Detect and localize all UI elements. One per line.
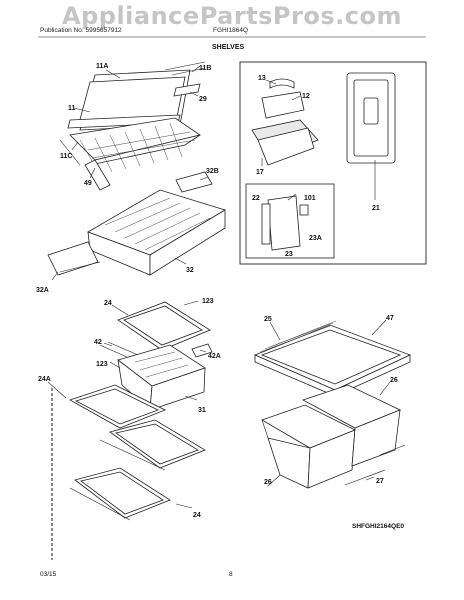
crisper-drawer-32 (47, 171, 226, 276)
callout-101: 101 (304, 195, 316, 202)
callout-22: 22 (252, 195, 260, 202)
leader-lines (47, 65, 391, 509)
callout-49: 49 (84, 180, 92, 187)
callout-29: 29 (199, 96, 207, 103)
callout-42: 42 (94, 339, 102, 346)
callout-23A: 23A (309, 235, 322, 242)
callout-25: 25 (264, 316, 272, 323)
callout-11A: 11A (96, 63, 108, 70)
crisper-drawer-left (261, 404, 356, 489)
callout-26-right: 26 (390, 377, 398, 384)
lower-left-shelves (51, 384, 206, 560)
callout-42A: 42A (208, 353, 221, 360)
ice-bucket-parts (251, 78, 319, 166)
callout-123-upper: 123 (202, 298, 214, 305)
callout-27: 27 (376, 478, 384, 485)
callout-24A: 24A (38, 376, 51, 383)
callout-labels: 11A 11B 11 29 11C 49 13 12 17 21 32B 22 … (36, 63, 398, 519)
diagram-code: SHFGHI2164QE0 (352, 523, 405, 530)
model-number: FGHI1864Q (213, 27, 249, 34)
crisper-drawer-right (301, 384, 406, 486)
callout-24-upper: 24 (104, 300, 112, 307)
callout-23: 23 (285, 251, 293, 258)
crisper-cover-shelf (253, 320, 412, 397)
bracket-parts (261, 193, 309, 251)
ice-control-box (239, 61, 427, 265)
callout-24-lower: 24 (193, 512, 201, 519)
callout-32A: 32A (36, 287, 49, 294)
callout-11: 11 (68, 105, 76, 112)
callout-12: 12 (302, 93, 310, 100)
callout-31: 31 (198, 407, 206, 414)
callout-32B: 32B (206, 168, 219, 175)
footer-page-number: 8 (229, 571, 233, 578)
bracket-subbox (245, 183, 335, 259)
callout-11B: 11B (199, 65, 211, 72)
callout-21: 21 (372, 205, 380, 212)
footer-date: 03/15 (40, 571, 57, 578)
callout-47: 47 (386, 315, 394, 322)
publication-number: Publication No: 5995657912 (40, 27, 122, 34)
callout-11C: 11C (60, 153, 72, 160)
glass-shelf-assembly (67, 61, 206, 131)
wire-basket (59, 117, 201, 191)
control-panel-21 (346, 72, 396, 200)
callout-123-lower: 123 (96, 361, 108, 368)
watermark-logo: AppliancePartsPros.com (62, 2, 402, 30)
callout-32: 32 (186, 267, 194, 274)
callout-26-left: 26 (264, 479, 272, 486)
page-title: SHELVES (212, 44, 245, 51)
callout-17: 17 (256, 169, 264, 176)
callout-13: 13 (258, 75, 266, 82)
